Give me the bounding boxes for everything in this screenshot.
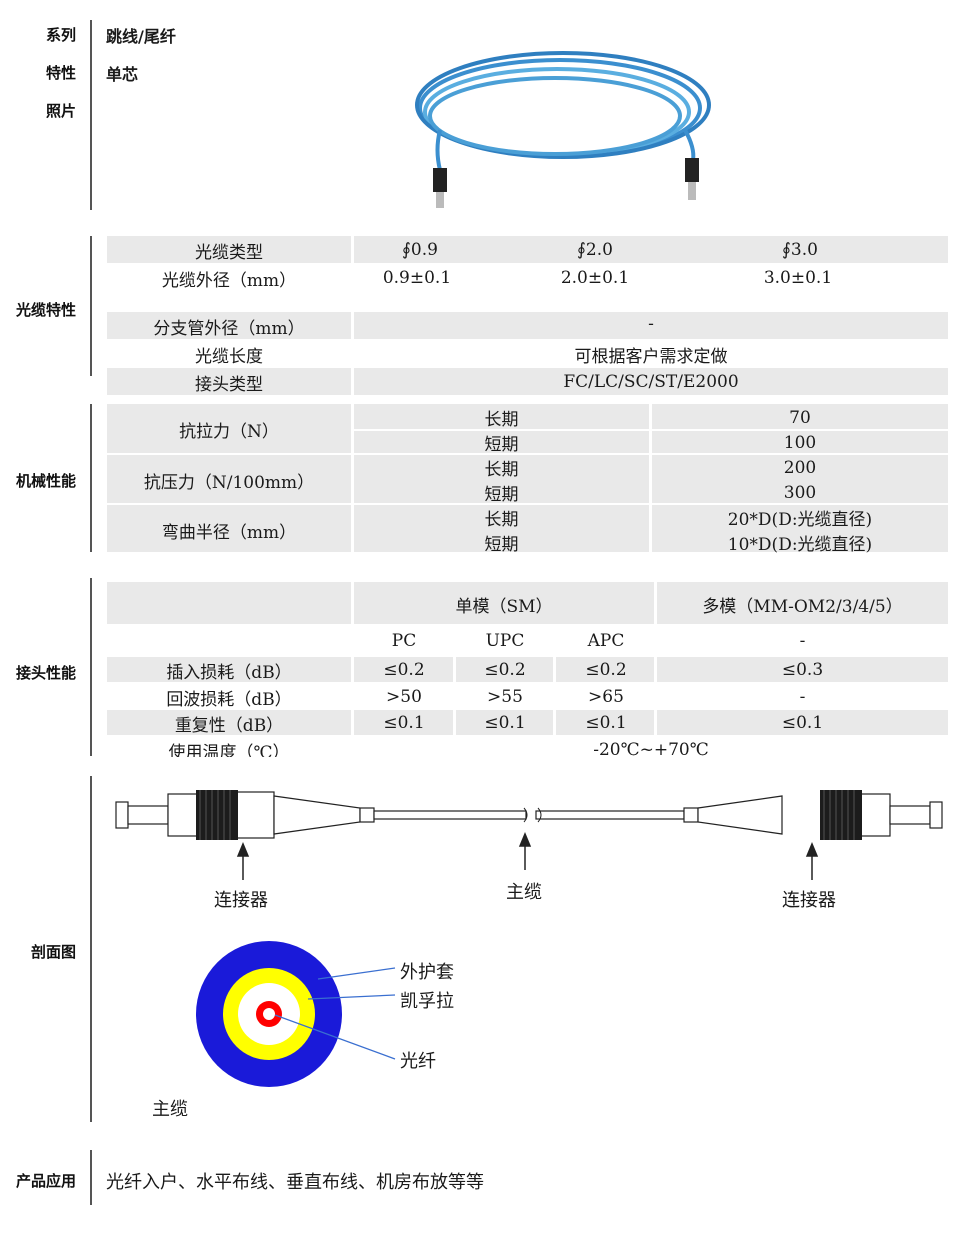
jacket-label: 外护套 (400, 962, 454, 983)
cable-type-2: ∮3.0 (782, 240, 818, 260)
right-coupling-nut (820, 790, 862, 840)
il-apc: ≤0.2 (585, 660, 627, 680)
header-divider (90, 20, 92, 210)
mech-divider (90, 404, 92, 552)
cable-length-label: 光缆长度 (195, 346, 263, 367)
cable-type-1: ∮2.0 (577, 240, 613, 260)
feature-label: 特性 (45, 64, 76, 82)
bend-long-label: 长期 (484, 510, 519, 530)
section-divider (90, 776, 92, 1122)
fiber-label: 光纤 (400, 1051, 436, 1072)
conn-divider (90, 578, 92, 756)
cable-od-0: 0.9±0.1 (382, 268, 452, 288)
connector-right-label: 连接器 (782, 890, 836, 911)
cross-section-diagram (196, 941, 396, 1087)
left-coupling-nut (196, 790, 238, 840)
photo-label: 照片 (45, 102, 76, 120)
pc-header: PC (391, 631, 417, 651)
crush-short-value: 300 (783, 482, 817, 503)
rl-mm: - (799, 687, 806, 707)
application-value: 光纤入户、水平布线、垂直布线、机房布放等等 (106, 1172, 484, 1193)
tensile-short-label: 短期 (484, 435, 519, 455)
temp-label: 使用温度（℃） (168, 742, 290, 758)
il-label: 插入损耗（dB） (166, 662, 292, 683)
crush-label: 抗压力（N/100mm） (143, 472, 315, 493)
kevlar-label: 凯孚拉 (400, 991, 454, 1012)
bend-short-label: 短期 (484, 535, 519, 555)
mech-section-label: 机械性能 (15, 472, 76, 490)
tensile-long-value: 70 (789, 407, 811, 428)
cable-section-label: 光缆特性 (15, 301, 76, 319)
section-view-label: 剖面图 (30, 943, 76, 961)
rl-upc: >55 (487, 687, 523, 707)
connector-left-label: 连接器 (214, 890, 268, 911)
il-pc: ≤0.2 (383, 660, 425, 680)
upc-header: UPC (485, 631, 525, 651)
bend-label: 弯曲半径（mm） (161, 522, 297, 543)
rl-apc: >65 (588, 687, 624, 707)
branch-od-value: - (648, 314, 654, 334)
temp-value: -20℃~+70℃ (593, 740, 709, 757)
cable-photo (415, 51, 711, 208)
il-upc: ≤0.2 (484, 660, 526, 680)
feature-value: 单芯 (106, 65, 139, 84)
mm-header: 多模（MM-OM2/3/4/5） (702, 596, 903, 617)
conn-section-label: 接头性能 (15, 664, 76, 682)
rl-label: 回波损耗（dB） (166, 689, 292, 710)
mm-sub-header: - (799, 631, 806, 651)
cable-length-value: 可根据客户需求定做 (574, 346, 728, 367)
bend-short-value: 10*D(D:光缆直径) (727, 535, 873, 555)
rep-upc: ≤0.1 (484, 713, 526, 733)
cable-od-1: 2.0±0.1 (560, 268, 630, 288)
cable-od-label: 光缆外径（mm） (161, 270, 297, 291)
application-label: 产品应用 (15, 1172, 76, 1190)
bend-long-value: 20*D(D:光缆直径) (727, 510, 873, 530)
crush-short-label: 短期 (484, 485, 519, 505)
series-label: 系列 (45, 26, 76, 44)
cable-type-0: ∮0.9 (402, 240, 438, 260)
rep-label: 重复性（dB） (174, 715, 284, 736)
tensile-short-value: 100 (783, 432, 817, 453)
rep-pc: ≤0.1 (383, 713, 425, 733)
apc-header: APC (587, 631, 625, 651)
branch-od-label: 分支管外径（mm） (153, 318, 305, 339)
crush-long-label: 长期 (484, 460, 519, 480)
series-value: 跳线/尾纤 (106, 27, 176, 46)
connector-type-label: 接头类型 (195, 374, 263, 395)
tensile-long-label: 长期 (484, 410, 519, 430)
il-mm: ≤0.3 (781, 660, 824, 680)
main-cable-label: 主缆 (506, 882, 542, 903)
connector-type-value: FC/LC/SC/ST/E2000 (563, 372, 739, 392)
cable-type-label: 光缆类型 (195, 242, 263, 263)
application-divider (90, 1150, 92, 1205)
patch-cord-diagram (115, 790, 943, 880)
cross-section-caption: 主缆 (152, 1099, 188, 1120)
sm-header: 单模（SM） (455, 596, 553, 617)
cable-divider (90, 236, 92, 376)
rl-pc: >50 (386, 687, 422, 707)
rep-apc: ≤0.1 (585, 713, 627, 733)
rep-mm: ≤0.1 (781, 713, 824, 733)
crush-long-value: 200 (783, 457, 817, 478)
tensile-label: 抗拉力（N） (179, 421, 279, 442)
cable-od-2: 3.0±0.1 (763, 268, 833, 288)
